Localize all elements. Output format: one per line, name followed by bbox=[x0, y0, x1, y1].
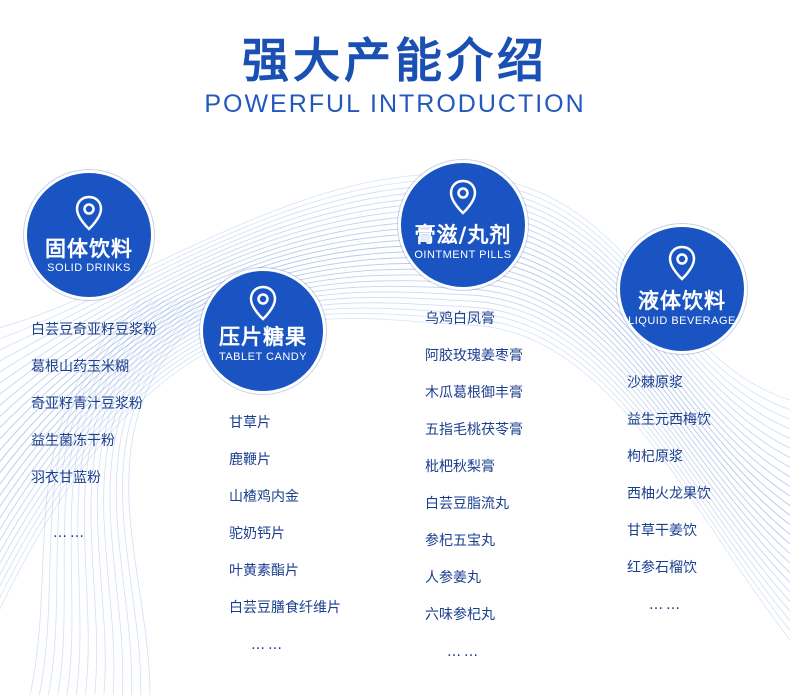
wave-line bbox=[0, 312, 790, 631]
list-item: 甘草片 bbox=[229, 415, 271, 431]
category-name-en: OINTMENT PILLS bbox=[414, 249, 512, 261]
category-tablet-candy: 压片糖果 TABLET CANDY bbox=[200, 268, 326, 394]
wave-line bbox=[0, 318, 790, 641]
liquid-beverage-list: 沙棘原浆 益生元西梅饮 枸杞原浆 西柚火龙果饮 甘草干姜饮 红参石榴饮 …… bbox=[627, 373, 711, 632]
wave-line bbox=[66, 299, 165, 695]
list-item: 人参姜丸 bbox=[425, 570, 481, 586]
wave-line bbox=[0, 296, 790, 602]
more-ellipsis: …… bbox=[649, 597, 683, 613]
wave-line bbox=[90, 299, 184, 695]
wave-line bbox=[0, 307, 790, 622]
list-item: 葛根山药玉米糊 bbox=[31, 359, 129, 375]
list-item: 白芸豆膳食纤维片 bbox=[229, 600, 341, 616]
wave-line bbox=[128, 299, 221, 695]
list-item: 鹿鞭片 bbox=[229, 452, 271, 468]
tablet-candy-list: 甘草片 鹿鞭片 山楂鸡内金 驼奶钙片 叶黄素酯片 白芸豆膳食纤维片 …… bbox=[229, 413, 341, 672]
list-item: 白芸豆奇亚籽豆浆粉 bbox=[31, 322, 157, 338]
list-item: 枸杞原浆 bbox=[627, 449, 683, 465]
page-subtitle: POWERFUL INTRODUCTION bbox=[204, 90, 586, 118]
more-ellipsis: …… bbox=[53, 525, 87, 541]
category-name-en: LIQUID BEVERAGE bbox=[628, 315, 736, 327]
wave-line bbox=[29, 299, 141, 695]
wave-line bbox=[38, 299, 147, 695]
wave-line bbox=[96, 299, 190, 695]
category-solid-drinks: 固体饮料 SOLID DRINKS bbox=[24, 170, 154, 300]
list-item: 益生菌冻干粉 bbox=[31, 433, 115, 449]
list-item: 驼奶钙片 bbox=[229, 526, 285, 542]
list-item: 红参石榴饮 bbox=[627, 560, 697, 576]
list-item: 叶黄素酯片 bbox=[229, 563, 299, 579]
list-item: 六味参杞丸 bbox=[425, 607, 495, 623]
list-item: 白芸豆脂流丸 bbox=[425, 496, 509, 512]
wave-line bbox=[0, 302, 790, 612]
category-name-en: TABLET CANDY bbox=[218, 351, 308, 363]
category-liquid-beverage: 液体饮料 LIQUID BEVERAGE bbox=[617, 224, 747, 354]
ointment-pills-list: 乌鸡白凤膏 阿胶玫瑰姜枣膏 木瓜葛根御丰膏 五指毛桃茯苓膏 枇杷秋梨膏 白芸豆脂… bbox=[425, 309, 523, 664]
list-item: 羽衣甘蓝粉 bbox=[31, 470, 101, 486]
list-item: 木瓜葛根御丰膏 bbox=[425, 385, 523, 401]
location-pin-icon bbox=[449, 179, 477, 219]
category-name: 压片糖果 bbox=[219, 325, 307, 349]
solid-drinks-list: 白芸豆奇亚籽豆浆粉 葛根山药玉米糊 奇亚籽青汁豆浆粉 益生菌冻干粉 羽衣甘蓝粉 … bbox=[31, 320, 157, 560]
category-name: 固体饮料 bbox=[45, 237, 133, 261]
category-name: 液体饮料 bbox=[638, 289, 726, 313]
wave-line bbox=[122, 299, 215, 695]
wave-line bbox=[0, 291, 790, 593]
list-item: 西柚火龙果饮 bbox=[627, 486, 711, 502]
list-item: 乌鸡白凤膏 bbox=[425, 311, 495, 327]
list-item: 参杞五宝丸 bbox=[425, 533, 495, 549]
wave-line bbox=[109, 299, 202, 695]
category-name-en: SOLID DRINKS bbox=[47, 262, 131, 274]
list-item: 阿胶玫瑰姜枣膏 bbox=[425, 348, 523, 364]
category-name: 膏滋/丸剂 bbox=[414, 223, 512, 247]
wave-line bbox=[75, 299, 172, 695]
list-item: 沙棘原浆 bbox=[627, 375, 683, 391]
wave-line bbox=[57, 299, 159, 695]
page-title: 强大产能介绍 bbox=[242, 34, 548, 89]
list-item: 枇杷秋梨膏 bbox=[425, 459, 495, 475]
more-ellipsis: …… bbox=[251, 637, 285, 653]
category-ointment-pills: 膏滋/丸剂 OINTMENT PILLS bbox=[398, 160, 528, 290]
list-item: 甘草干姜饮 bbox=[627, 523, 697, 539]
list-item: 山楂鸡内金 bbox=[229, 489, 299, 505]
location-pin-icon bbox=[668, 245, 696, 285]
list-item: 益生元西梅饮 bbox=[627, 412, 711, 428]
location-pin-icon bbox=[249, 285, 277, 325]
wave-line bbox=[103, 299, 196, 695]
more-ellipsis: …… bbox=[447, 644, 481, 660]
wave-line bbox=[84, 299, 178, 695]
list-item: 五指毛桃茯苓膏 bbox=[425, 422, 523, 438]
list-item: 奇亚籽青汁豆浆粉 bbox=[31, 396, 143, 412]
wave-line bbox=[115, 299, 208, 695]
wave-line bbox=[48, 299, 153, 695]
location-pin-icon bbox=[75, 195, 103, 235]
